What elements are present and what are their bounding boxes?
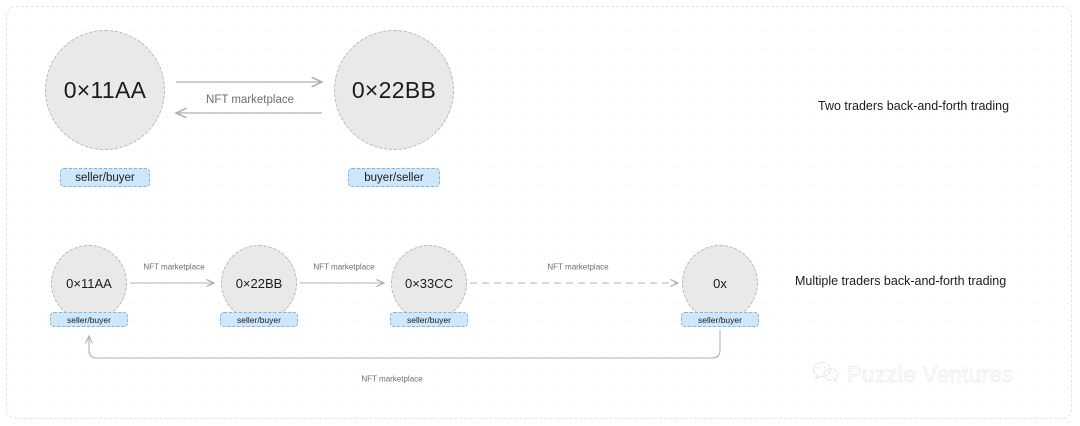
edge-label-m3-m4: NFT marketplace <box>547 262 609 272</box>
badge-seller-buyer-m1[interactable]: seller/buyer <box>50 312 128 327</box>
badge-seller-buyer-m4[interactable]: seller/buyer <box>681 312 759 327</box>
badge-label: buyer/seller <box>364 171 424 184</box>
caption-multiple-traders: Multiple traders back-and-forth trading <box>795 274 1007 288</box>
edge-label-m1-m2: NFT marketplace <box>143 262 205 272</box>
node-0x22BB[interactable]: 0×22BB <box>334 30 454 150</box>
badge-label: seller/buyer <box>407 314 451 325</box>
node-label: 0×22BB <box>351 76 437 103</box>
badge-buyer-seller-top-right[interactable]: buyer/seller <box>348 168 440 187</box>
caption-two-traders: Two traders back-and-forth trading <box>818 99 1010 113</box>
node-m-0x[interactable]: 0x <box>682 245 758 321</box>
badge-seller-buyer-m3[interactable]: seller/buyer <box>390 312 468 327</box>
badge-label: seller/buyer <box>67 314 111 325</box>
node-m-0x33CC[interactable]: 0×33CC <box>391 245 467 321</box>
node-label: 0×22BB <box>235 275 283 291</box>
badge-label: seller/buyer <box>75 171 135 184</box>
node-label: 0x <box>713 275 727 291</box>
edge-label-m2-m3: NFT marketplace <box>313 262 375 272</box>
badge-seller-buyer-m2[interactable]: seller/buyer <box>220 312 298 327</box>
edge-label-loop: NFT marketplace <box>361 374 423 384</box>
badge-label: seller/buyer <box>698 314 742 325</box>
edge-label-nft-marketplace-top: NFT marketplace <box>206 94 294 106</box>
node-m-0x22BB[interactable]: 0×22BB <box>221 245 297 321</box>
node-label: 0×11AA <box>66 275 112 291</box>
edge-m4-m1-loop <box>89 330 721 359</box>
node-label: 0×11AA <box>63 76 147 103</box>
node-0x11AA[interactable]: 0×11AA <box>45 30 165 150</box>
node-m-0x11AA[interactable]: 0×11AA <box>51 245 127 321</box>
badge-label: seller/buyer <box>237 314 281 325</box>
badge-seller-buyer-top-left[interactable]: seller/buyer <box>60 168 150 187</box>
node-label: 0×33CC <box>404 275 454 291</box>
